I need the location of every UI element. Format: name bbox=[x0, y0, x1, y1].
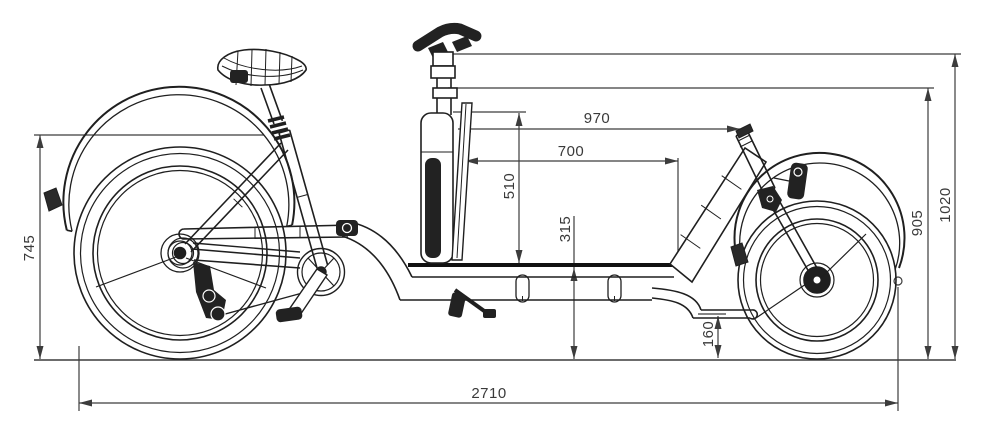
rear-mudflap bbox=[43, 187, 63, 212]
frame-lock bbox=[336, 220, 358, 236]
frame bbox=[178, 123, 818, 320]
drivetrain bbox=[167, 237, 346, 319]
rear-derailleur bbox=[193, 262, 226, 322]
pedal bbox=[275, 306, 303, 323]
dim-label-ground-clearance: 160 bbox=[700, 320, 717, 348]
chain bbox=[192, 242, 307, 317]
battery bbox=[425, 158, 441, 258]
dim-label-floor-height: 315 bbox=[557, 215, 574, 243]
front-light bbox=[773, 162, 808, 200]
brake-lever-right bbox=[452, 36, 472, 52]
kickstand bbox=[448, 288, 496, 318]
front-wheel bbox=[730, 151, 906, 360]
headset-cap bbox=[735, 123, 754, 139]
dim-label-stem-height: 905 bbox=[909, 209, 926, 237]
saddle bbox=[217, 48, 307, 125]
dim-label-handlebar-height: 1020 bbox=[937, 187, 954, 223]
dim-label-cargo-opening-length: 970 bbox=[583, 110, 611, 127]
cargo-front-wall bbox=[451, 102, 473, 261]
front-brake-caliper bbox=[757, 186, 782, 212]
dim-label-cargo-depth: 510 bbox=[501, 172, 518, 200]
rear-fender-stays bbox=[95, 256, 267, 289]
seatpost-spring bbox=[267, 115, 291, 141]
front-fender-stays bbox=[755, 233, 867, 319]
chainring bbox=[296, 247, 346, 297]
cassette bbox=[167, 237, 199, 269]
dim-label-saddle-height: 745 bbox=[21, 234, 38, 262]
dim-label-total-length: 2710 bbox=[471, 385, 507, 402]
front-mudflap bbox=[730, 242, 749, 267]
dimension-lines bbox=[34, 53, 961, 411]
rear-wheel bbox=[43, 85, 296, 360]
dim-label-cargo-floor-length: 700 bbox=[557, 143, 585, 160]
